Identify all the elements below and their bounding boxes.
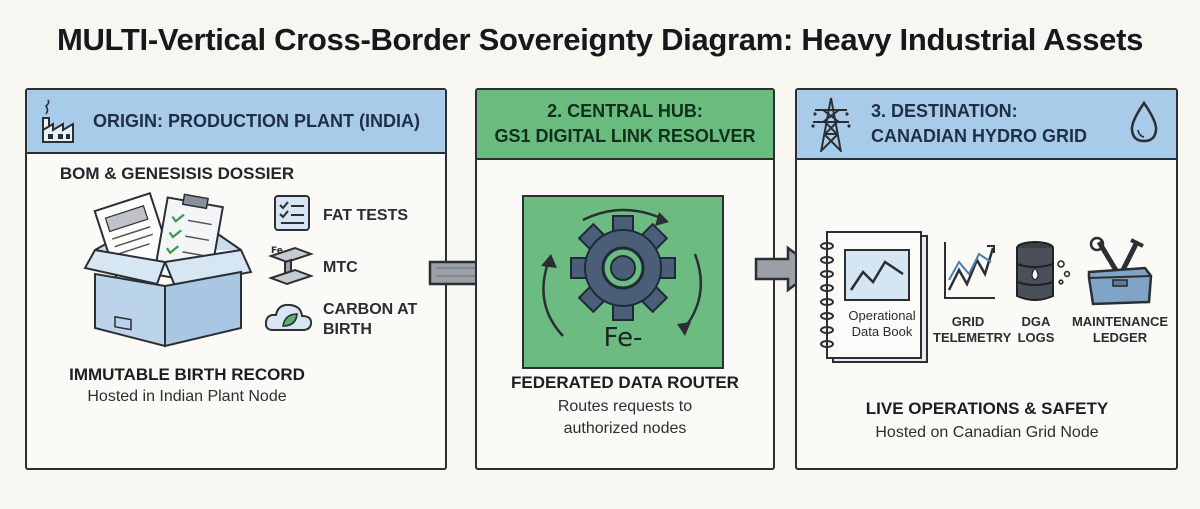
factory-icon bbox=[42, 99, 74, 143]
dossier-box-icon bbox=[83, 191, 253, 348]
fe-badge: Fe bbox=[271, 246, 283, 256]
mtc-label: MTC bbox=[323, 259, 358, 276]
water-drop-icon bbox=[1130, 100, 1158, 143]
power-pylon-icon bbox=[811, 97, 851, 153]
hub-footer-line2: authorized nodes bbox=[563, 420, 687, 437]
origin-footer-title: IMMUTABLE BIRTH RECORD bbox=[69, 365, 305, 384]
maintenance-ledger-line1: MAINTENANCE bbox=[1071, 314, 1169, 329]
carbon-label-line1: CARBON AT bbox=[323, 301, 418, 318]
destination-panel: 3. DESTINATION: CANADIAN HYDRO GRID Oper… bbox=[795, 88, 1178, 470]
dga-logs-line2: LOGS bbox=[1017, 330, 1055, 345]
telemetry-chart-icon bbox=[944, 242, 995, 299]
hub-header-line1: 2. CENTRAL HUB: bbox=[547, 101, 703, 121]
hub-header: 2. CENTRAL HUB: GS1 DIGITAL LINK RESOLVE… bbox=[477, 90, 773, 160]
origin-subtitle: BOM & GENESISIS DOSSIER bbox=[59, 164, 295, 183]
oil-barrel-icon bbox=[1016, 241, 1071, 301]
maintenance-ledger-line2: LEDGER bbox=[1092, 330, 1148, 345]
diagram-title: MULTI-Vertical Cross-Border Sovereignty … bbox=[56, 22, 1144, 57]
data-book-icon bbox=[820, 231, 928, 363]
origin-header-text: ORIGIN: PRODUCTION PLANT (INDIA) bbox=[93, 110, 420, 131]
hub-footer-title: FEDERATED DATA ROUTER bbox=[511, 373, 739, 392]
origin-header: ORIGIN: PRODUCTION PLANT (INDIA) bbox=[27, 90, 445, 154]
data-book-line1: Operational bbox=[848, 308, 916, 323]
resolver-gear-icon: Fe- bbox=[522, 195, 724, 369]
hub-header-line2: GS1 DIGITAL LINK RESOLVER bbox=[494, 126, 756, 146]
grid-telemetry-line1: GRID bbox=[951, 314, 985, 329]
hub-footer-line1: Routes requests to bbox=[557, 398, 693, 415]
data-book-line2: Data Book bbox=[851, 324, 913, 339]
destination-header-line2: CANADIAN HYDRO GRID bbox=[871, 126, 1087, 146]
toolbox-icon bbox=[1087, 236, 1153, 306]
carbon-label-line2: BIRTH bbox=[323, 321, 372, 338]
grid-telemetry-line2: TELEMETRY bbox=[933, 330, 1012, 345]
fat-tests-label: FAT TESTS bbox=[323, 207, 409, 224]
dga-logs-line1: DGA bbox=[1021, 314, 1051, 329]
steel-beam-icon: Fe bbox=[268, 246, 314, 286]
cloud-leaf-icon bbox=[264, 303, 313, 331]
gear-fe-label: Fe- bbox=[604, 323, 643, 353]
destination-footer-text: Hosted on Canadian Grid Node bbox=[875, 424, 1099, 441]
destination-header-line1: 3. DESTINATION: bbox=[871, 101, 1018, 121]
destination-footer-title: LIVE OPERATIONS & SAFETY bbox=[865, 399, 1109, 418]
origin-footer-text: Hosted in Indian Plant Node bbox=[87, 388, 287, 405]
checklist-icon bbox=[274, 195, 310, 231]
destination-header: 3. DESTINATION: CANADIAN HYDRO GRID bbox=[797, 90, 1176, 160]
origin-panel: ORIGIN: PRODUCTION PLANT (INDIA) BOM & G… bbox=[25, 88, 447, 470]
hub-panel: 2. CENTRAL HUB: GS1 DIGITAL LINK RESOLVE… bbox=[475, 88, 775, 470]
